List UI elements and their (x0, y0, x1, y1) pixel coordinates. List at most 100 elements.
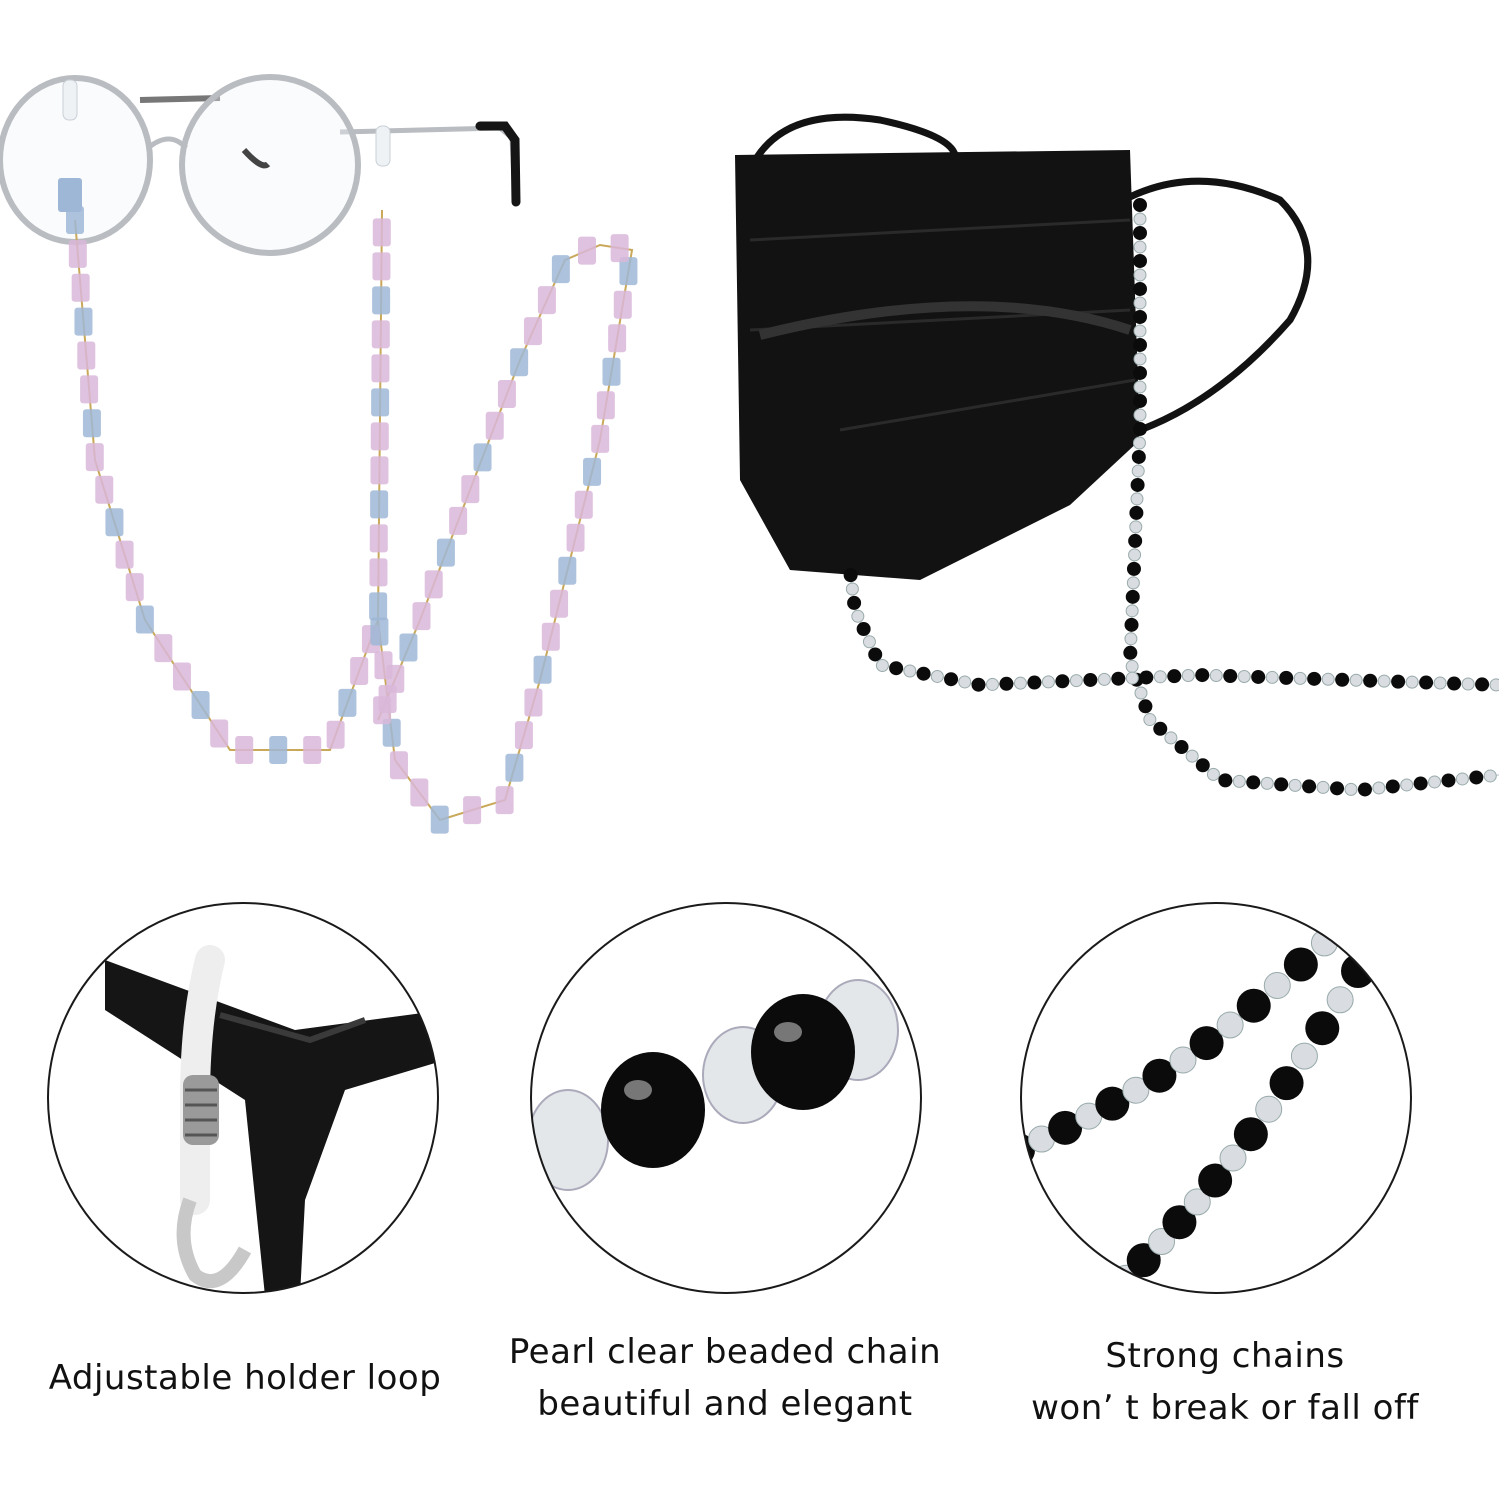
acrylic-bead-icon (369, 558, 388, 587)
clear-bead-icon (1125, 671, 1139, 685)
black-bead-icon (1269, 1066, 1304, 1101)
acrylic-bead-icon (71, 273, 90, 302)
clear-bead-icon (1428, 775, 1442, 789)
clear-bead-icon (1349, 673, 1363, 687)
clear-bead-icon (1125, 659, 1139, 673)
acrylic-bead-icon (473, 443, 492, 472)
clear-bead-icon (1143, 713, 1157, 727)
clear-bead-icon (1148, 1228, 1176, 1256)
acrylic-bead-icon (370, 422, 389, 451)
black-bead-icon (1167, 669, 1182, 684)
black-bead-icon (1130, 477, 1145, 492)
clear-bead-icon (1206, 767, 1220, 781)
clear-bead-icon (1237, 669, 1251, 683)
black-bead-icon (889, 661, 904, 676)
acrylic-bead-icon (566, 523, 585, 552)
black-bead-icon (1133, 366, 1147, 380)
clear-bead-icon (1260, 776, 1274, 790)
acrylic-bead-icon (68, 239, 87, 268)
acrylic-bead-icon (372, 286, 391, 315)
black-bead-icon (1095, 1086, 1130, 1121)
black-bead-icon (1124, 617, 1139, 632)
acrylic-bead-icon (510, 348, 529, 377)
black-bead-icon (1251, 669, 1266, 684)
clear-bead-icon (1255, 1095, 1283, 1123)
clear-bead-icon (1134, 686, 1148, 700)
acrylic-bead-icon (371, 320, 390, 349)
acrylic-bead-icon (608, 324, 627, 353)
clear-bead-icon (1316, 780, 1330, 794)
acrylic-bead-icon (125, 573, 144, 602)
mask-with-chain-photo (735, 113, 1499, 797)
caption-line: Adjustable holder loop (48, 1358, 442, 1398)
acrylic-bead-icon (497, 379, 516, 408)
acrylic-bead-icon (574, 490, 593, 519)
face-mask-icon (735, 150, 1140, 580)
glasses-with-chain-photo (0, 74, 638, 834)
acrylic-bead-icon (338, 688, 357, 717)
acrylic-bead-icon (191, 690, 210, 719)
clear-bead-icon (1377, 674, 1391, 688)
acrylic-bead-icon (461, 475, 480, 504)
acrylic-bead-icon (541, 622, 560, 651)
clear-bead-icon (1372, 781, 1386, 795)
clear-bead-icon (1169, 1046, 1197, 1074)
black-bead-icon (1153, 721, 1168, 736)
clear-bead-icon (1183, 1188, 1211, 1216)
clear-bead-icon (1455, 772, 1469, 786)
black-bead-icon (1125, 589, 1140, 604)
black-bead-icon (1138, 699, 1153, 714)
black-bead-icon (1133, 394, 1147, 408)
clear-bead-icon (1321, 672, 1335, 686)
acrylic-bead-icon (424, 570, 443, 599)
acrylic-bead-icon (74, 307, 93, 336)
acrylic-bead-icon (602, 357, 621, 386)
black-bead-icon (1126, 561, 1141, 576)
clear-bead-icon (1209, 669, 1223, 683)
acrylic-bead-icon (372, 252, 391, 281)
black-bead-icon (856, 621, 871, 636)
black-bead-icon (1133, 254, 1147, 268)
clear-bead-icon (1405, 675, 1419, 689)
black-bead-icon (1048, 1110, 1083, 1145)
caption-line: won’ t break or fall off (1031, 1388, 1419, 1428)
clear-bead-icon (1133, 380, 1147, 394)
clear-bead-icon (1489, 678, 1499, 692)
acrylic-bead-icon (514, 721, 533, 750)
black-bead-icon (1123, 645, 1138, 660)
black-bead-icon (1189, 1026, 1224, 1061)
acrylic-bead-icon (523, 317, 542, 346)
black-bead-icon (1198, 1163, 1233, 1198)
black-bead-icon (1331, 904, 1365, 939)
clear-bead-icon (875, 658, 889, 672)
right-lens-icon (179, 74, 361, 256)
black-bead-icon (1091, 1279, 1125, 1293)
caption-holder-loop: Adjustable holder loop (20, 1352, 470, 1404)
acrylic-bead-icon (172, 662, 191, 691)
clear-bead-icon (1131, 464, 1145, 478)
acrylic-bead-icon (77, 341, 96, 370)
caption-line: Strong chains (1105, 1336, 1345, 1376)
acrylic-bead-icon (583, 457, 602, 486)
black-bead-icon (1126, 1243, 1161, 1278)
clear-bead-icon (1232, 774, 1246, 788)
clear-bead-icon (930, 669, 944, 683)
black-bead-icon (1133, 226, 1147, 240)
black-bead-icon (1128, 533, 1143, 548)
clear-bead-icon (903, 664, 917, 678)
acrylic-bead-icon (303, 736, 322, 764)
acrylic-bead-icon (399, 633, 418, 662)
clear-bead-icon (851, 609, 865, 623)
clear-bead-icon (1128, 548, 1142, 562)
clear-bead-icon (1133, 352, 1147, 366)
acrylic-bead-icon (449, 506, 468, 535)
acrylic-bead-icon (550, 589, 569, 618)
clear-bead-icon (1069, 674, 1083, 688)
caption-line: Pearl clear beaded chain (508, 1332, 942, 1372)
black-bead-icon (1162, 1205, 1197, 1240)
clear-bead-icon (1290, 1042, 1318, 1070)
clear-bead-icon (845, 582, 859, 596)
black-bead-icon (1283, 947, 1318, 982)
black-bead-icon (944, 672, 959, 687)
